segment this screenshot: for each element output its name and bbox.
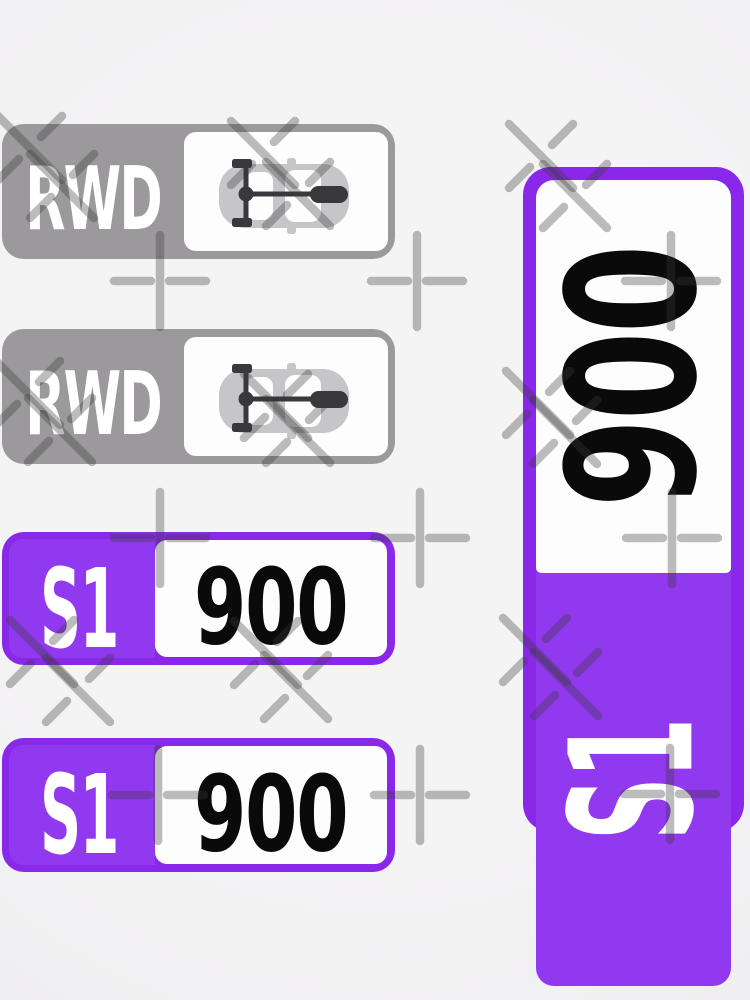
badge-rwd-top-label: RWD xyxy=(25,147,163,250)
badge-s1-vertical-fill xyxy=(536,573,731,986)
cut-mark-cross-icon xyxy=(41,696,72,727)
badge-s1-top-panel xyxy=(155,540,387,657)
badge-s1-vertical-class-label: S1 xyxy=(534,718,733,841)
car-top-view-rwd-icon xyxy=(219,158,349,234)
badge-s1-top-fill xyxy=(9,539,155,658)
badge-s1-bottom-class-label: S1 xyxy=(39,750,119,879)
cut-mark-cross-icon xyxy=(259,693,290,724)
badge-s1-top-class-label: S1 xyxy=(39,544,119,673)
badge-s1-vertical-number: 900 xyxy=(529,245,737,508)
badge-s1-bottom-number: 900 xyxy=(194,752,349,875)
badge-s1-top: S1 900 xyxy=(2,532,395,665)
badge-s1-bottom-fill xyxy=(9,745,155,865)
badge-rwd-top: RWD xyxy=(2,124,395,259)
badge-s1-vertical: 900 S1 xyxy=(523,167,744,986)
badge-s1-bottom: S1 900 xyxy=(2,738,395,872)
badge-s1-top-number: 900 xyxy=(194,546,349,669)
badge-s1-vertical-panel xyxy=(536,180,731,573)
car-top-view-rwd-icon xyxy=(219,363,349,439)
badge-rwd-bottom-label: RWD xyxy=(25,352,163,455)
cut-mark-cross-icon xyxy=(498,656,529,687)
badge-s1-bottom-panel xyxy=(155,746,387,864)
badge-rwd-bottom: RWD xyxy=(2,329,395,464)
cut-mark-cross-icon xyxy=(5,658,36,689)
cut-mark-cross-icon xyxy=(547,119,578,150)
